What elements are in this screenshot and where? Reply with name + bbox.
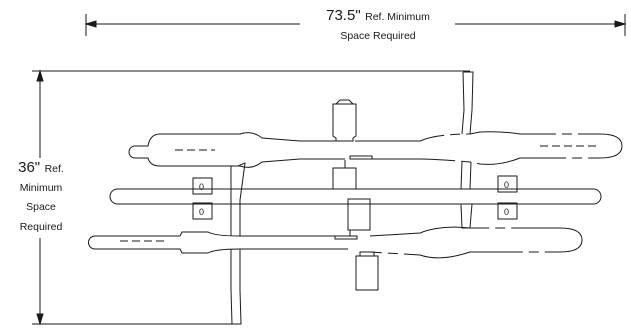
width-value: 73.5" bbox=[326, 7, 361, 24]
clamp-label-right-bottom: 0 bbox=[504, 207, 509, 217]
center-blocks bbox=[333, 100, 378, 290]
upper-tube bbox=[129, 132, 622, 168]
left-clamp: 0 0 bbox=[193, 178, 212, 219]
right-clamp: 0 0 bbox=[498, 176, 517, 219]
center-rail bbox=[110, 189, 601, 204]
height-line4: Required bbox=[19, 220, 63, 233]
width-line1: Ref. Minimum bbox=[365, 11, 430, 23]
height-dimension-line bbox=[32, 71, 470, 324]
width-line2: Space Required bbox=[340, 30, 416, 43]
lower-tube bbox=[89, 227, 583, 258]
height-line1: Ref. bbox=[44, 163, 64, 175]
width-dimension-label: 73.5" Ref. Minimum Space Required bbox=[303, 6, 453, 45]
left-post bbox=[231, 163, 245, 324]
height-dimension-label: 36" Ref. Minimum Space Required bbox=[5, 158, 77, 235]
clamp-label-left-top: 0 bbox=[199, 182, 204, 192]
clamp-label-right-top: 0 bbox=[504, 180, 509, 190]
right-post bbox=[461, 72, 473, 228]
height-line3: Space bbox=[26, 201, 56, 214]
height-line2: Minimum bbox=[19, 182, 63, 195]
height-value: 36" bbox=[18, 159, 41, 176]
clamp-label-left-bottom: 0 bbox=[199, 207, 204, 217]
width-dimension-line bbox=[86, 14, 625, 36]
